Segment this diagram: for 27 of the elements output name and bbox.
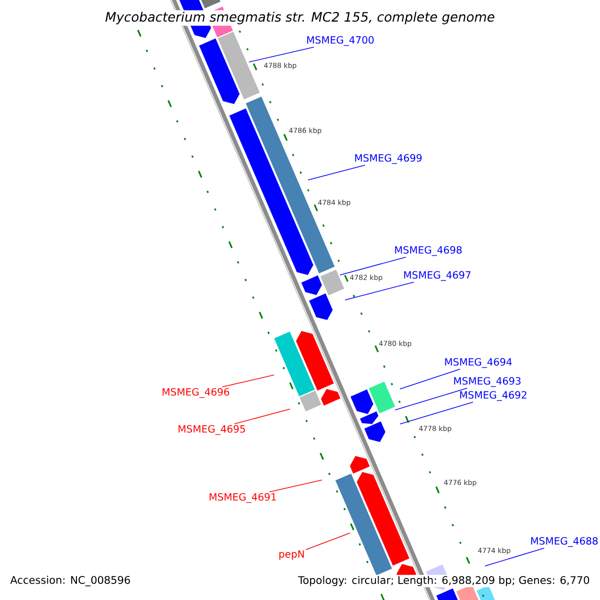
leader-line: [340, 256, 406, 276]
genome-stats-text: Topology: circular; Length: 6,988,209 bp; Genes: 6,770: [297, 574, 591, 588]
leader-line: [222, 374, 274, 388]
accession-text: Accession: NC_008596: [9, 574, 132, 588]
leader-line: [344, 282, 414, 300]
gene-label: MSMEG_4698: [395, 246, 462, 256]
leader-line: [234, 408, 290, 424]
leader-line: [306, 532, 350, 550]
gene-label: MSMEG_4699: [355, 154, 422, 164]
gene-label: MSMEG_4695: [178, 425, 245, 435]
gene-label: MSMEG_4700: [307, 36, 374, 46]
leader-line: [308, 164, 366, 180]
title: Mycobacterium smegmatis str. MC2 155, complete genome: [104, 10, 496, 26]
gene-label: MSMEG_4696: [162, 388, 230, 398]
gene-label: MSMEG_4692: [460, 391, 526, 401]
gene-label: MSMEG_4694: [445, 358, 512, 368]
gene-label: MSMEG_4697: [404, 271, 470, 281]
leader-line: [484, 548, 545, 566]
gene-label: MSMEG_4688: [531, 537, 598, 547]
gene-label: MSMEG_4691: [210, 493, 276, 503]
gene-label: MSMEG_4693: [454, 377, 521, 387]
leader-line: [269, 480, 322, 492]
gene-label: pepN: [279, 550, 304, 560]
leader-line: [394, 388, 468, 410]
leader-line: [400, 368, 460, 390]
leader-line: [400, 402, 474, 424]
leader-line: [248, 46, 314, 62]
